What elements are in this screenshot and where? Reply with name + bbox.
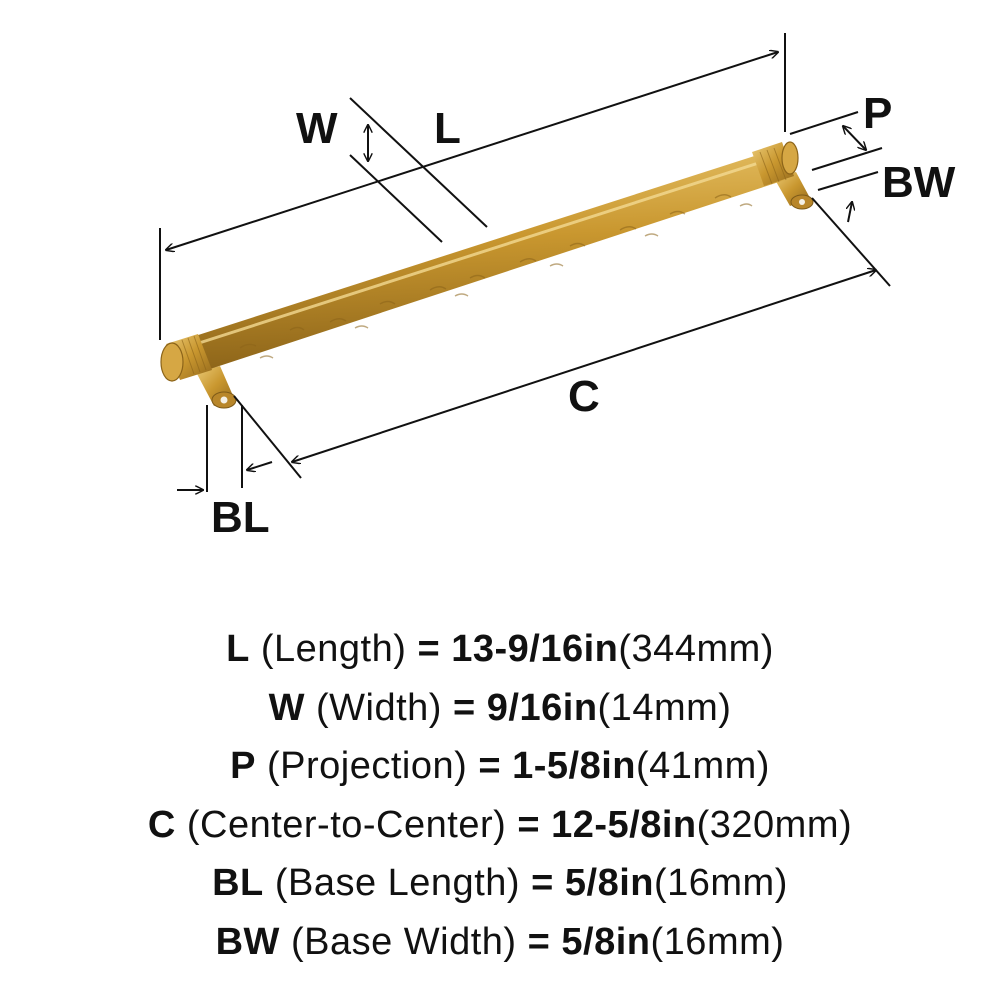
spec-code: BW: [215, 920, 280, 963]
spec-name: (Center-to-Center): [186, 803, 507, 846]
spec-list: L (Length) = 13-9/16in(344mm) W (Width) …: [0, 620, 1000, 971]
spec-equals: =: [517, 803, 541, 846]
spec-base-width: BW (Base Width) = 5/8in(16mm): [0, 913, 1000, 972]
base-width-arrow: [848, 202, 852, 223]
spec-name: (Base Length): [274, 862, 521, 904]
right-screw-hole: [799, 199, 805, 205]
spec-metric: (16mm): [650, 920, 785, 963]
spec-equals: =: [531, 862, 554, 904]
label-bw: BW: [882, 158, 956, 207]
base-width-extension: [817, 171, 879, 191]
label-w: W: [296, 104, 338, 153]
projection-extension-1: [789, 111, 859, 135]
spec-length: L (Length) = 13-9/16in(344mm): [0, 620, 1000, 679]
spec-imperial: 5/8in: [561, 920, 651, 963]
left-cap-knurling: [181, 335, 207, 375]
label-c: C: [568, 372, 600, 421]
dimension-lines: [159, 33, 891, 492]
spec-code: BL: [212, 862, 264, 904]
spec-projection: P (Projection) = 1-5/8in(41mm): [0, 737, 1000, 796]
spec-code: W: [268, 686, 305, 729]
spec-metric: (14mm): [597, 686, 732, 729]
base-length-arrow-right: [247, 461, 273, 470]
left-screw-hole: [220, 396, 228, 404]
length-dimension-line: [166, 52, 778, 250]
spec-imperial: 5/8in: [564, 862, 654, 904]
spec-name: (Base Width): [290, 920, 517, 963]
spec-metric: (344mm): [618, 628, 774, 670]
width-extension-1: [349, 97, 488, 228]
label-l: L: [434, 104, 461, 153]
center-extension-left: [233, 395, 302, 479]
center-dimension-line: [292, 270, 876, 462]
spec-width: W (Width) = 9/16in(14mm): [0, 679, 1000, 738]
left-cap-face: [160, 342, 184, 382]
bar-pull: [160, 141, 814, 409]
bar-highlight: [195, 156, 775, 346]
spec-code: L: [226, 628, 250, 670]
dimension-diagram: W L P BW C BL: [159, 33, 956, 542]
spec-code: C: [147, 803, 176, 846]
spec-center-to-center: C (Center-to-Center) = 12-5/8in(320mm): [0, 796, 1000, 855]
spec-equals: =: [478, 745, 502, 787]
projection-extension-2: [811, 147, 883, 171]
spec-code: P: [230, 745, 256, 787]
spec-metric: (41mm): [636, 745, 770, 787]
label-p: P: [863, 89, 892, 138]
spec-imperial: 1-5/8in: [512, 745, 637, 787]
spec-name: (Width): [316, 686, 442, 729]
width-extension-2: [349, 154, 443, 243]
right-cap-face: [781, 141, 799, 175]
spec-base-length: BL (Base Length) = 5/8in(16mm): [0, 854, 1000, 913]
label-bl: BL: [211, 493, 270, 542]
spec-metric: (320mm): [696, 803, 853, 846]
spec-name: (Length): [260, 628, 407, 670]
projection-dimension-line: [843, 126, 866, 150]
spec-equals: =: [417, 628, 441, 670]
spec-imperial: 13-9/16in: [451, 628, 619, 670]
spec-name: (Projection): [267, 745, 468, 787]
spec-metric: (16mm): [653, 862, 788, 904]
spec-equals: =: [453, 686, 476, 729]
spec-equals: =: [527, 920, 551, 963]
spec-imperial: 12-5/8in: [551, 803, 697, 846]
spec-imperial: 9/16in: [486, 686, 598, 729]
